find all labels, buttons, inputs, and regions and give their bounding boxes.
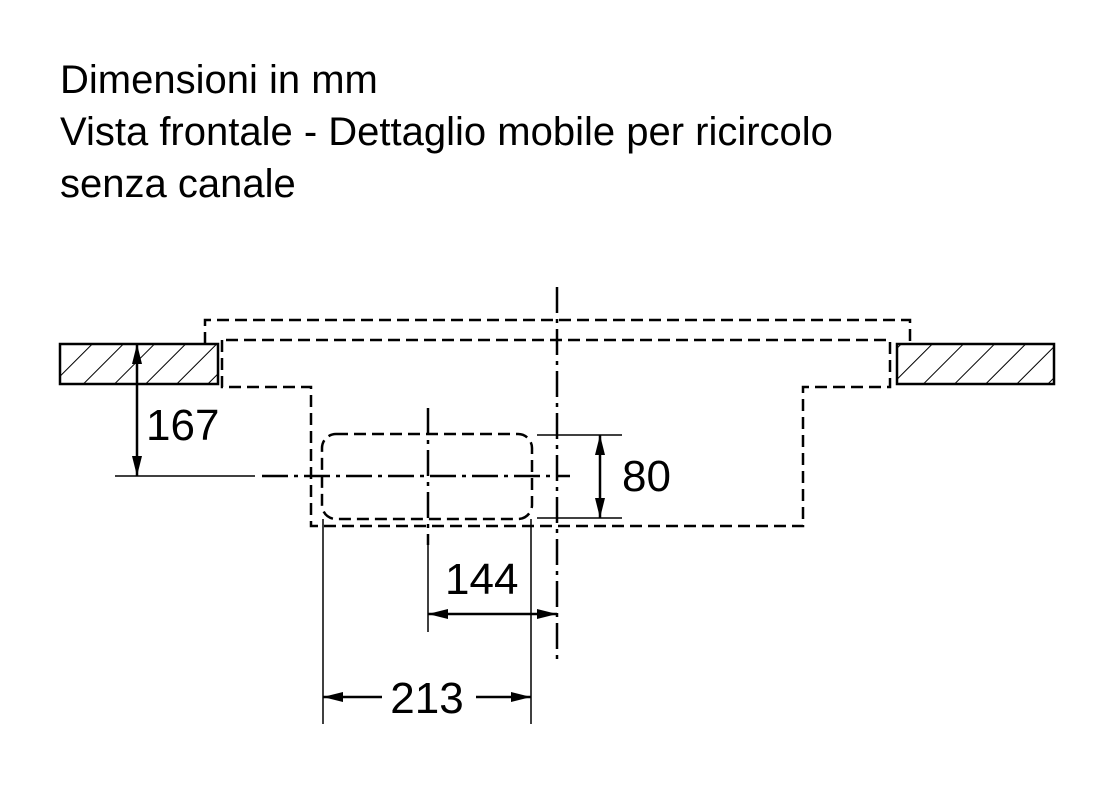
- dimension-80-label: 80: [622, 452, 671, 501]
- dimension-167-label: 167: [146, 401, 219, 450]
- title-line-1: Dimensioni in mm: [60, 58, 378, 102]
- title-line-3: senza canale: [60, 162, 296, 206]
- worktop-right: [895, 342, 1056, 386]
- hob-body-outline: [220, 338, 892, 528]
- dimension-213-label: 213: [390, 674, 463, 723]
- diagram-title: Dimensioni in mm Vista frontale - Dettag…: [60, 54, 833, 210]
- hob-top-outline: [203, 318, 912, 344]
- dimension-144: 144: [427, 545, 557, 632]
- dimension-167: 167: [115, 344, 255, 477]
- worktop-left: [58, 342, 220, 386]
- title-line-2: Vista frontale - Dettaglio mobile per ri…: [60, 110, 833, 154]
- dimension-144-label: 144: [445, 555, 518, 604]
- dimension-213: 213: [322, 519, 532, 724]
- dimension-80: 80: [537, 434, 671, 519]
